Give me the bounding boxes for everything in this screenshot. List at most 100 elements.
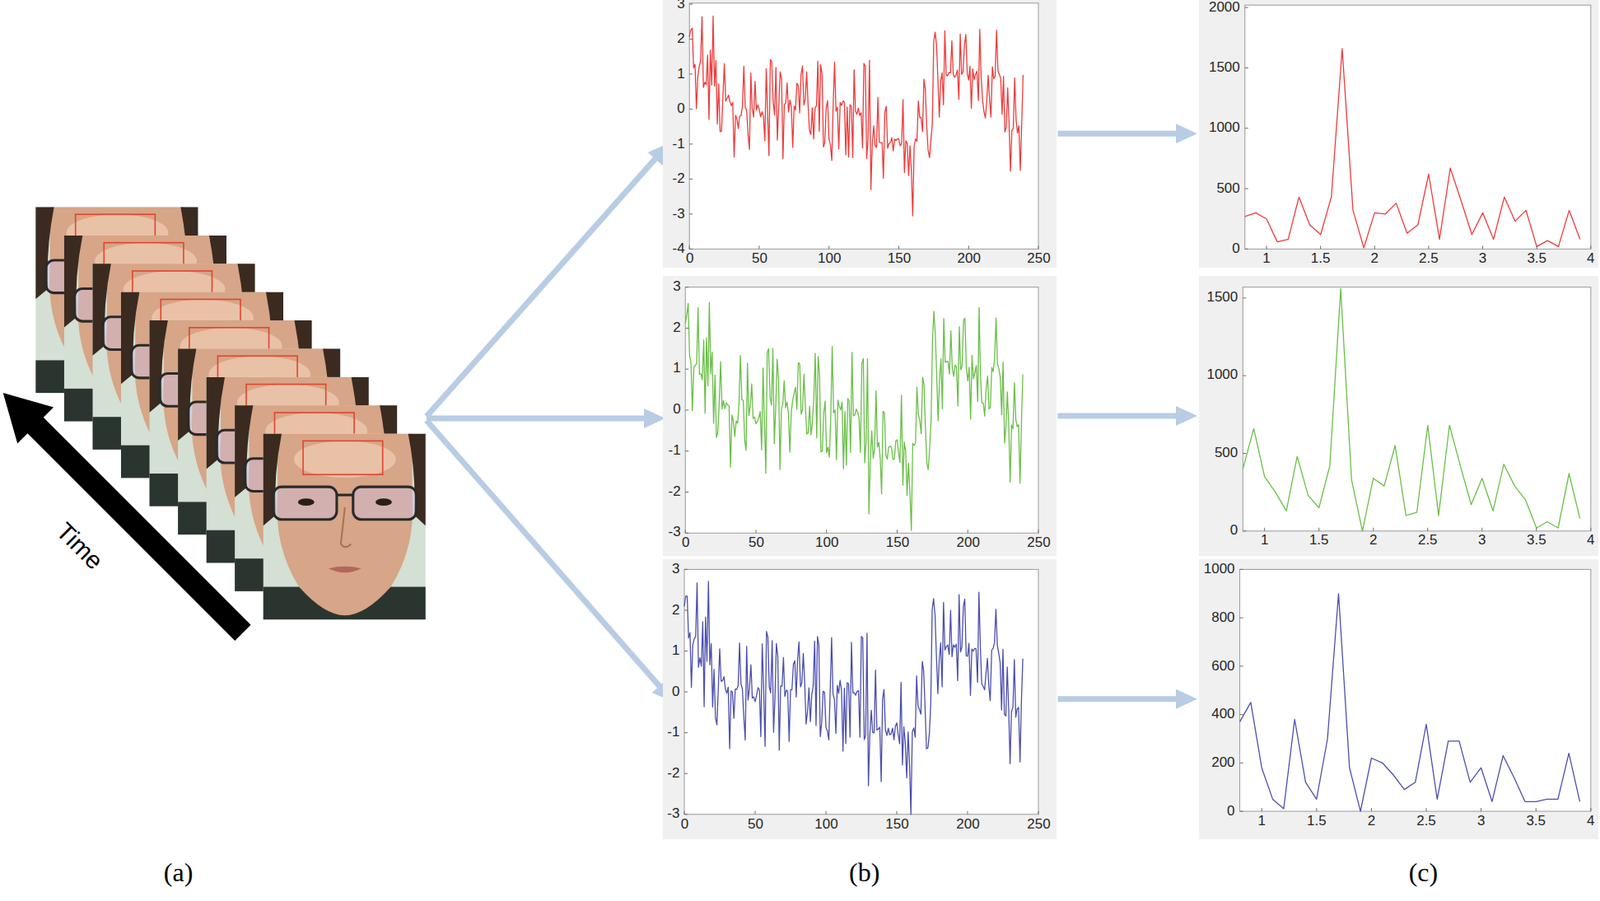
tick-mark — [1590, 245, 1591, 249]
x-tick-label: 50 — [748, 535, 765, 551]
x-tick-label: 3 — [1478, 532, 1486, 549]
y-tick-label: 500 — [1214, 445, 1238, 462]
panel-label: (c) — [1408, 857, 1439, 888]
split-arrow-shaft — [426, 415, 646, 422]
y-tick-label: 2000 — [1208, 0, 1241, 15]
x-tick-label: 50 — [751, 251, 768, 267]
signal-plot: 3210-1-2-3-4050100150200250 — [662, 0, 1056, 268]
tick-mark — [1264, 527, 1265, 531]
tick-mark — [684, 691, 688, 693]
x-tick-label: 2 — [1367, 813, 1376, 830]
tick-mark — [690, 38, 694, 40]
split-arrow — [426, 420, 674, 703]
y-tick-label: -1 — [667, 724, 680, 741]
x-tick-label: 3.5 — [1525, 813, 1546, 830]
tick-mark — [1426, 807, 1428, 812]
y-tick-label: 2 — [671, 602, 680, 619]
tick-mark — [684, 773, 688, 775]
tick-mark — [896, 811, 898, 815]
y-tick-label: 0 — [1230, 522, 1238, 539]
y-tick-label: -2 — [668, 484, 682, 500]
x-tick-label: 0 — [681, 535, 690, 551]
spectrum-plot: 200015001000500011.522.533.54 — [1198, 0, 1599, 268]
plot-area — [684, 569, 1039, 814]
tick-mark — [684, 569, 688, 570]
y-tick-label: 600 — [1211, 658, 1235, 675]
tick-mark — [1245, 67, 1249, 69]
spectrum-plot: 1000800600400200011.522.533.54 — [1198, 559, 1599, 840]
split-arrow-head — [643, 408, 666, 429]
y-tick-label: -3 — [672, 206, 686, 223]
tick-mark — [1590, 527, 1591, 531]
y-tick-label: 0 — [1231, 241, 1240, 257]
tick-mark — [755, 811, 756, 815]
flow-arrow-head — [1175, 689, 1198, 710]
signal-trace — [684, 581, 1023, 815]
y-tick-label: 800 — [1211, 610, 1235, 626]
split-arrow — [426, 142, 670, 416]
split-arrow — [426, 408, 666, 429]
x-tick-label: 200 — [956, 816, 980, 833]
plot-area — [1242, 286, 1591, 531]
flow-arrow — [1058, 123, 1199, 144]
x-tick-label: 250 — [1026, 251, 1050, 267]
y-tick-label: 0 — [1226, 803, 1235, 820]
panel-label: (a) — [163, 857, 194, 888]
y-tick-label: 3 — [676, 0, 685, 12]
tick-mark — [685, 326, 690, 328]
tick-mark — [690, 178, 694, 180]
tick-mark — [685, 286, 690, 288]
y-tick-label: 0 — [672, 401, 681, 418]
tick-mark — [1242, 452, 1246, 454]
tick-mark — [690, 248, 694, 250]
y-tick-label: -4 — [672, 241, 686, 257]
tick-mark — [685, 409, 690, 411]
tick-mark — [1427, 527, 1428, 531]
tick-mark — [896, 529, 898, 533]
tick-mark — [1240, 617, 1244, 619]
tick-mark — [1242, 530, 1246, 532]
y-tick-label: 200 — [1211, 755, 1235, 771]
x-tick-label: 3.5 — [1526, 251, 1547, 267]
tick-mark — [685, 450, 690, 452]
spectrum-trace — [1245, 48, 1581, 248]
tick-mark — [1427, 245, 1429, 249]
y-tick-label: -2 — [672, 171, 686, 187]
x-tick-label: 4 — [1586, 532, 1595, 549]
tick-mark — [1245, 248, 1249, 250]
y-tick-label: 1 — [672, 360, 681, 377]
x-tick-label: 1 — [1260, 532, 1269, 549]
tick-mark — [1242, 374, 1246, 376]
x-tick-label: 3 — [1477, 813, 1485, 830]
spectrum-trace — [1240, 593, 1581, 812]
x-tick-label: 3 — [1478, 251, 1487, 267]
flow-arrow — [1058, 405, 1199, 426]
x-tick-label: 0 — [685, 251, 694, 267]
tick-mark — [684, 811, 686, 815]
tick-mark — [690, 108, 694, 110]
face-frame — [263, 433, 426, 621]
x-tick-label: 0 — [681, 816, 689, 833]
y-tick-label: -1 — [668, 443, 682, 459]
tick-mark — [685, 368, 690, 369]
signal-plot: 3210-1-2-3050100150200250 — [662, 275, 1056, 557]
tick-mark — [684, 732, 688, 733]
tick-mark — [684, 610, 688, 612]
tick-mark — [1535, 527, 1537, 531]
axis-label: Time — [50, 517, 108, 575]
tick-mark — [1240, 811, 1244, 812]
signal-plot: 3210-1-2-3050100150200250 — [662, 559, 1056, 840]
panel-label: (b) — [848, 857, 880, 888]
y-tick-label: 2 — [676, 31, 685, 47]
tick-mark — [1372, 527, 1374, 531]
tick-mark — [1480, 807, 1482, 812]
tick-mark — [1240, 762, 1244, 764]
plot-graphics — [1198, 0, 1599, 268]
y-tick-label: 1500 — [1208, 60, 1241, 76]
x-tick-label: 1.5 — [1310, 251, 1331, 267]
plot-graphics — [1198, 275, 1599, 557]
signal-trace — [690, 15, 1024, 216]
tick-mark — [690, 3, 694, 5]
y-tick-label: 2 — [672, 320, 681, 336]
y-tick-label: -3 — [668, 524, 682, 541]
